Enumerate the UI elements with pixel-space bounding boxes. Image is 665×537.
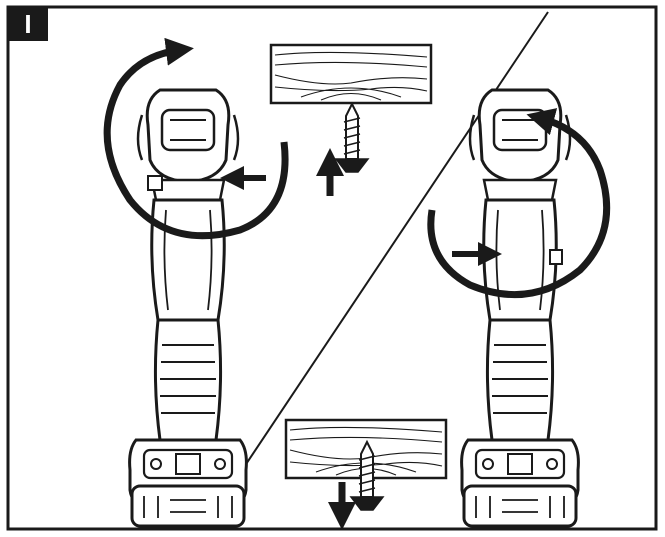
wood-block-icon: [269, 43, 433, 105]
step-label: I: [24, 9, 31, 39]
right-panel: [284, 88, 611, 530]
switch-button-icon: [549, 249, 563, 265]
rotation-arrow-icon: [103, 37, 289, 240]
step-badge: I: [8, 7, 48, 41]
rotation-arrow-icon: [427, 108, 611, 299]
switch-button-icon: [147, 175, 163, 191]
left-panel: [103, 37, 433, 528]
